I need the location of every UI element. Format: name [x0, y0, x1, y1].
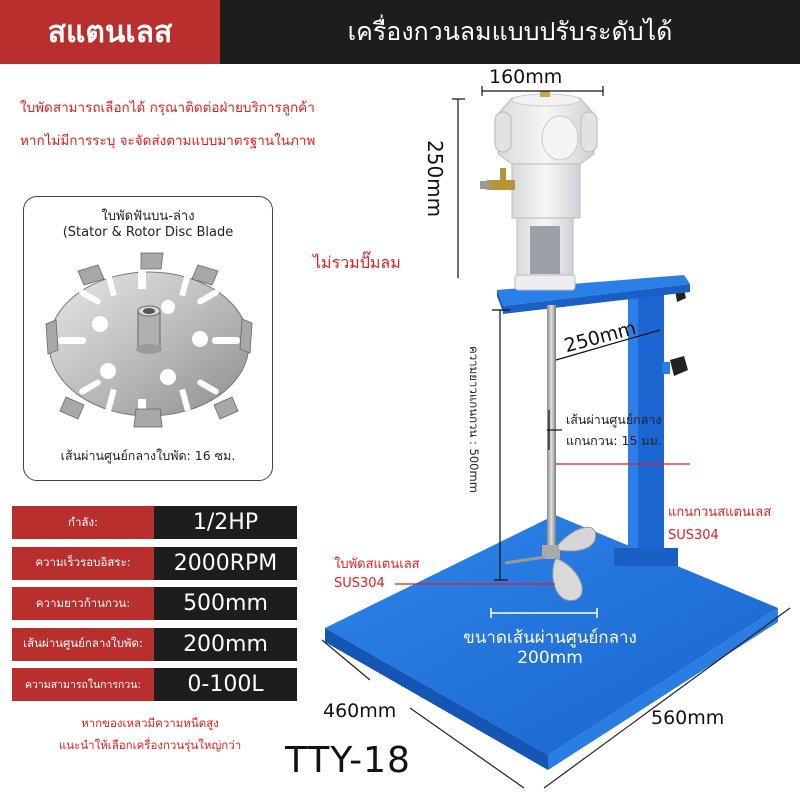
spec-row-impeller-diameter: เส้นผ่านศูนย์กลางใบพัด: 200mm: [12, 627, 297, 661]
spec-table: กำลัง: 1/2HP ความเร็วรอบอิสระ: 2000RPM ค…: [12, 506, 297, 709]
motor-height-dim: 250mm: [423, 140, 447, 218]
shaft-material-callout-1: แกนกวนสแตนเลส: [668, 505, 772, 520]
spec-label: เส้นผ่านศูนย์กลางใบพัด:: [12, 627, 154, 661]
viscosity-note-2: แนะนำให้เลือกเครื่องกวนรุ่นใหญ่กว่า: [58, 738, 242, 752]
base-depth-dim: 460mm: [323, 700, 397, 722]
shaft-diameter-callout-1: เส้นผ่านศูนย์กลาง: [566, 412, 662, 427]
shaft-diameter-callout-2: แกนกวน: 15 มม.: [566, 433, 662, 448]
header-bar: สแตนเลส เครื่องกวนลมแบบปรับระดับได้: [0, 0, 800, 64]
no-pump-note: ไม่รวมปั๊มลม: [313, 253, 401, 272]
model-number: TTY-18: [285, 740, 411, 781]
spec-label: กำลัง:: [12, 506, 154, 539]
blade-card: ใบพัดฟันบน-ล่าง (Stator & Rotor Disc Bla…: [23, 196, 273, 481]
blade-option-note-1: ใบพัดสามารถเลือกได้ กรุณาติดต่อฝ่ายบริกา…: [20, 100, 315, 116]
spec-value: 200mm: [154, 627, 297, 661]
spec-value: 1/2HP: [154, 506, 297, 539]
spec-value: 0-100L: [154, 668, 297, 701]
spec-row-capacity: ความสามารถในการกวน: 0-100L: [12, 668, 297, 701]
motor-width-dim: 160mm: [489, 66, 563, 88]
material-label: สแตนเลส: [0, 0, 220, 64]
product-title: เครื่องกวนลมแบบปรับระดับได้: [220, 0, 800, 64]
impeller-diameter-value: 200mm: [517, 648, 583, 668]
spec-value: 2000RPM: [154, 546, 297, 580]
shaft-material-callout-2: SUS304: [668, 528, 719, 543]
blade-card-title-2: (Stator & Rotor Disc Blade: [62, 225, 234, 240]
impeller-diameter-label: ขนาดเส้นผ่านศูนย์กลาง: [463, 628, 637, 648]
spec-label: ความเร็วรอบอิสระ:: [12, 546, 154, 580]
impeller-material-callout-1: ใบพัดสแตนเลส: [334, 557, 420, 572]
blade-option-note-2: หากไม่มีการระบุ จะจัดส่งตามแบบมาตรฐานในภ…: [20, 133, 316, 149]
disc-blade-image: [45, 252, 253, 428]
spec-label: ความยาวก้านกวน:: [12, 587, 154, 620]
spec-row-shaft-length: ความยาวก้านกวน: 500mm: [12, 587, 297, 620]
spec-label: ความสามารถในการกวน:: [12, 668, 154, 701]
spec-row-power: กำลัง: 1/2HP: [12, 506, 297, 539]
spec-value: 500mm: [154, 587, 297, 620]
blade-card-title-1: ใบพัดฟันบน-ล่าง: [101, 209, 195, 224]
base-width-dim: 560mm: [651, 707, 725, 729]
shaft-length-dim: ความยาวแกนกวน : 500mm: [467, 346, 481, 493]
spec-row-speed: ความเร็วรอบอิสระ: 2000RPM: [12, 546, 297, 580]
blade-card-caption: เส้นผ่านศูนย์กลางใบพัด: 16 ซม.: [60, 448, 236, 463]
impeller-material-callout-2: SUS304: [334, 576, 385, 591]
viscosity-note-1: หากของเหลวมีความหนืดสูง: [81, 716, 219, 730]
